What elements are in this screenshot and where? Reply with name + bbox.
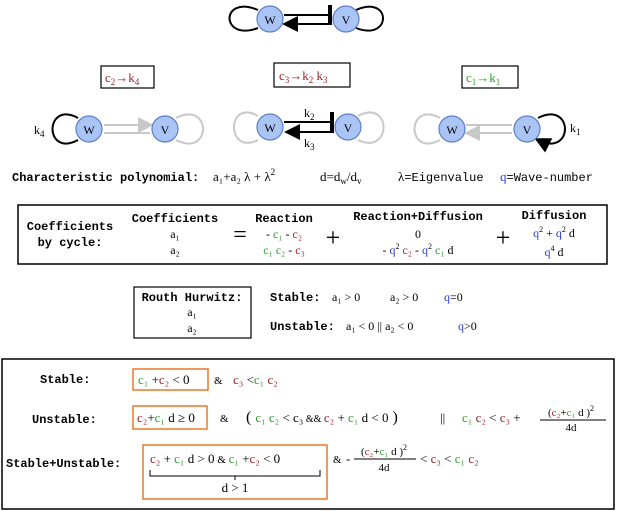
top-network: W V <box>228 5 384 33</box>
coefficients-box: Coefficients by cycle: Coefficients a₁ a… <box>17 204 608 265</box>
cond-su-amp: & <box>333 454 342 466</box>
coef-equals: = <box>233 222 247 248</box>
cond-stable-label: Stable: <box>40 373 90 387</box>
coef-col-head: Coefficients <box>132 212 218 226</box>
conditions-box: Stable: c₁ +c₂ < 0 & c₃ <c₁ c₂ Unstable:… <box>1 358 615 510</box>
top-node-w <box>256 5 284 33</box>
routh-unstable-q: q>0 <box>458 319 477 333</box>
svg-text:c2→k4: c2→k4 <box>105 70 140 87</box>
cond-unstable-group: (c₁ c₂ < c₃ && c₂ + c₁ d < 0) <box>246 409 398 426</box>
cond-su-rest: < c₃ < c₁ c₂ <box>420 451 479 466</box>
label-k3: k3 <box>304 136 315 152</box>
right-node-w <box>438 115 466 143</box>
cond-unstable-frac-num: (c₂+c₁ d )2 <box>548 404 594 419</box>
routh-unstable-label: Unstable: <box>270 320 335 334</box>
rd-a1: 0 <box>415 227 421 241</box>
cond-su-minus: - <box>346 451 350 466</box>
cond-su-frac-num: (c₂+c₁ d )2 <box>361 443 407 458</box>
cond-stable-orange-box <box>132 368 209 391</box>
routh-stable-a2: a₂ > 0 <box>390 290 418 304</box>
cycle-box-left: c2→k4 <box>100 65 155 89</box>
svg-text:c3→k2 k3: c3→k2 k3 <box>279 68 328 85</box>
mid-node-w <box>256 113 284 141</box>
plus-1: + <box>326 223 341 252</box>
routh-stable-label: Stable: <box>270 291 320 305</box>
right-network: W V k1 <box>413 113 581 153</box>
cond-unstable-boxed: c₂+c₁ d ≥ 0 <box>137 410 195 425</box>
cond-stable-boxed: c₁ +c₂ < 0 <box>138 372 190 387</box>
cond-unstable-rhs: c₁ c₂ < c₃ + <box>462 410 521 425</box>
cond-su-label: Stable+Unstable: <box>6 457 121 471</box>
mid-node-w-label: W <box>264 121 276 135</box>
coef-title-2: by cycle: <box>38 236 103 250</box>
cond-su-boxed: c₂ + c₁ d > 0 & c₁ +c₂ < 0 <box>150 451 280 466</box>
coef-title-1: Coefficients <box>27 220 113 234</box>
reaction-diffusion-head: Reaction+Diffusion <box>353 210 483 224</box>
mid-w-self-loop <box>233 111 259 144</box>
char-poly-label: Characteristic polynomial: <box>12 171 199 185</box>
left-node-w <box>75 115 103 143</box>
right-node-v-label: V <box>523 123 532 137</box>
left-node-v <box>151 115 179 143</box>
diffusion-a1: q2 + q2 d <box>533 225 575 240</box>
routh-stable-a1: a₁ > 0 <box>332 290 360 304</box>
cond-su-orange-box <box>142 444 328 500</box>
d-definition: d=dw/dv <box>320 169 362 186</box>
left-v-self-loop <box>175 113 204 145</box>
reaction-head: Reaction <box>255 212 313 226</box>
right-node-v <box>513 115 541 143</box>
routh-a1: a₁ <box>187 305 197 319</box>
cond-su-frac-den: 4d <box>379 462 391 474</box>
diffusion-a2: q4 d <box>545 244 564 259</box>
mid-v-self-loop <box>357 111 385 144</box>
routh-hurwitz: Routh Hurwitz: a₁ a₂ Stable: a₁ > 0 a₂ >… <box>133 286 477 339</box>
routh-a2: a₂ <box>187 321 197 335</box>
cond-unstable-orange-box <box>132 405 208 430</box>
diffusion-head: Diffusion <box>522 209 587 223</box>
left-w-self-loop <box>51 113 79 145</box>
cond-unstable-or: || <box>440 410 445 425</box>
svg-text:c1→k1: c1→k1 <box>466 70 500 87</box>
rd-a2: - q2 c₂ - q2 c₁ d <box>382 242 453 257</box>
mid-node-v <box>334 113 362 141</box>
cond-stable-rest: c₃ <c₁ c₂ <box>233 372 278 387</box>
right-v-self-loop <box>534 113 566 153</box>
top-v-self-loop <box>355 5 384 32</box>
label-k4: k4 <box>34 123 45 139</box>
routh-title: Routh Hurwitz: <box>142 291 243 305</box>
top-w-self-loop <box>228 5 259 32</box>
cond-unstable-label: Unstable: <box>32 413 97 427</box>
left-network: W V k4 <box>34 113 204 145</box>
char-poly-expr: a₁+a₂ λ + λ2 <box>213 167 275 184</box>
left-node-v-label: V <box>161 123 170 137</box>
top-node-v <box>332 5 360 33</box>
eigenvalue-def: λ=Eigenvalue <box>398 169 484 185</box>
right-node-w-label: W <box>446 123 458 137</box>
cond-su-brace-label: d > 1 <box>222 480 249 495</box>
label-k1: k1 <box>570 121 581 137</box>
characteristic-polynomial: Characteristic polynomial: a₁+a₂ λ + λ2 … <box>12 167 593 186</box>
cond-stable-amp: & <box>214 375 223 387</box>
cycle-box-right: c1→k1 <box>461 65 519 89</box>
left-node-w-label: W <box>83 123 95 137</box>
cond-unstable-amp: & <box>220 413 229 425</box>
right-w-self-loop <box>413 113 441 145</box>
coef-a1: a₁ <box>170 227 180 241</box>
top-node-w-label: W <box>264 13 276 27</box>
label-k2: k2 <box>304 106 315 122</box>
cond-unstable-frac-den: 4d <box>566 422 578 434</box>
middle-network: W V k2 k3 <box>233 106 385 152</box>
cycle-box-middle: c3→k2 k3 <box>273 62 351 88</box>
wavenumber-def: q=Wave-number <box>500 169 593 185</box>
mid-node-v-label: V <box>344 121 353 135</box>
top-node-v-label: V <box>342 13 351 27</box>
reaction-a1: - c₁ - c₂ <box>266 227 302 241</box>
plus-2: + <box>496 223 511 252</box>
routh-unstable-a: a₁ < 0 || a₂ < 0 <box>346 319 413 333</box>
routh-stable-q: q=0 <box>444 290 463 304</box>
reaction-a2: c₁ c₂ - c₃ <box>263 243 305 257</box>
coef-a2: a₂ <box>170 243 180 257</box>
